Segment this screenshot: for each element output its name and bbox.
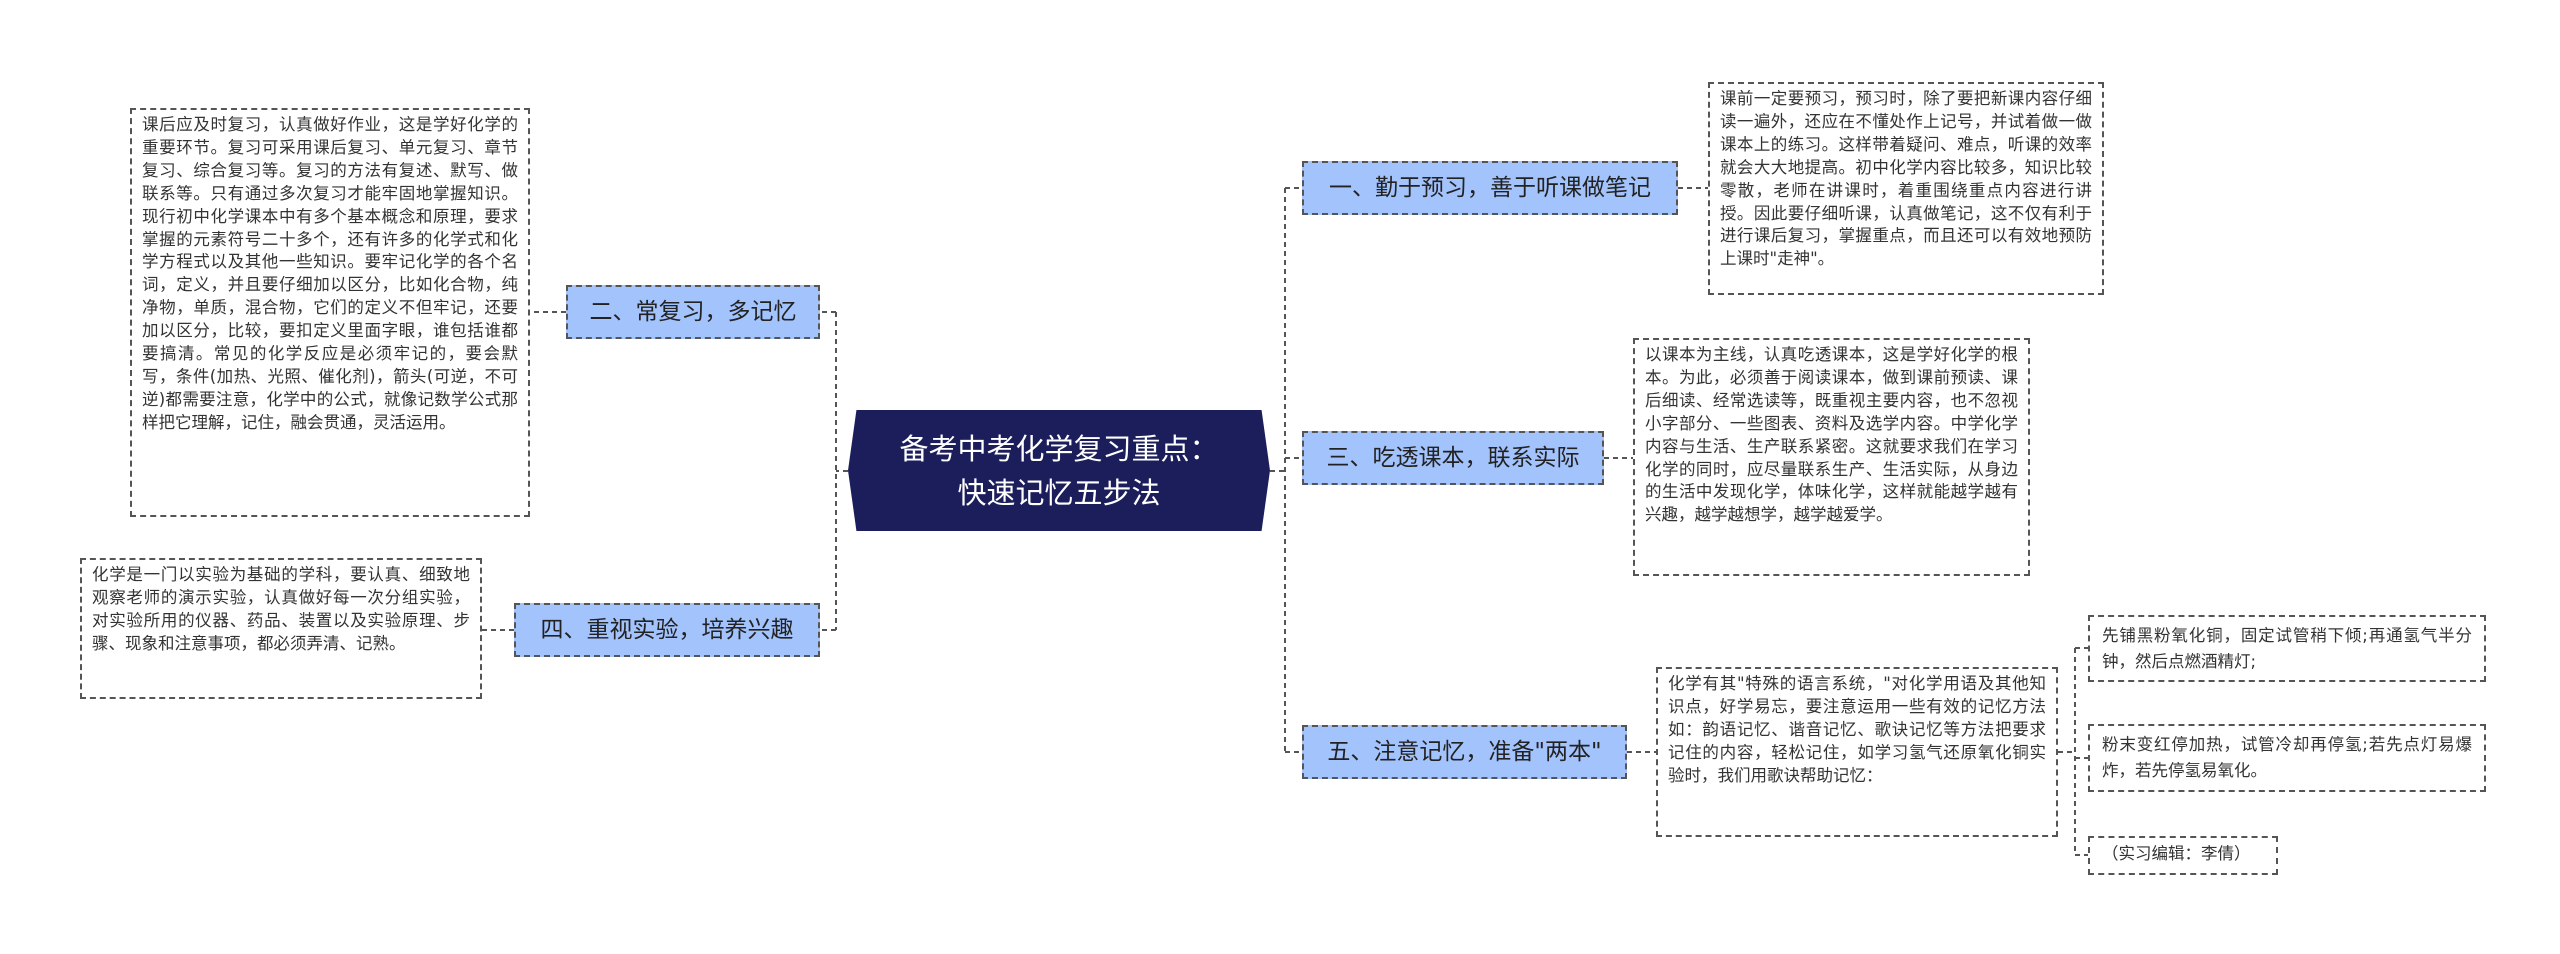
note-mnemonic-part2: 粉末变红停加热，试管冷却再停氢;若先点灯易爆炸，若先停氢易氧化。 [2088, 724, 2486, 792]
branch-experiment-interest[interactable]: 四、重视实验，培养兴趣 [514, 603, 820, 657]
central-topic[interactable]: 备考中考化学复习重点： 快速记忆五步法 [848, 410, 1270, 531]
branch-textbook-practice[interactable]: 三、吃透课本，联系实际 [1302, 431, 1604, 485]
central-topic-line1: 备考中考化学复习重点： [899, 431, 1219, 466]
note-textbook-detail: 以课本为主线，认真吃透课本，这是学好化学的根本。为此，必须善于阅读课本，做到课前… [1633, 338, 2030, 576]
note-experiment-detail: 化学是一门以实验为基础的学科，要认真、细致地观察老师的演示实验，认真做好每一次分… [80, 558, 482, 699]
central-topic-line2: 快速记忆五步法 [957, 475, 1161, 510]
branch-memory-notebooks[interactable]: 五、注意记忆，准备"两本" [1302, 725, 1627, 779]
note-editor-credit: （实习编辑：李倩） [2088, 836, 2278, 875]
note-memory-detail: 化学有其"特殊的语言系统，"对化学用语及其他知识点，好学易忘，要注意运用一些有效… [1656, 667, 2058, 837]
branch-preview-notes[interactable]: 一、勤于预习，善于听课做笔记 [1302, 161, 1678, 215]
branch-review-memorize[interactable]: 二、常复习，多记忆 [566, 285, 820, 339]
note-review-detail: 课后应及时复习，认真做好作业，这是学好化学的重要环节。复习可采用课后复习、单元复… [130, 108, 530, 517]
note-preview-detail: 课前一定要预习，预习时，除了要把新课内容仔细读一遍外，还应在不懂处作上记号，并试… [1708, 82, 2104, 295]
note-mnemonic-part1: 先铺黑粉氧化铜，固定试管稍下倾;再通氢气半分钟，然后点燃酒精灯; [2088, 615, 2486, 682]
